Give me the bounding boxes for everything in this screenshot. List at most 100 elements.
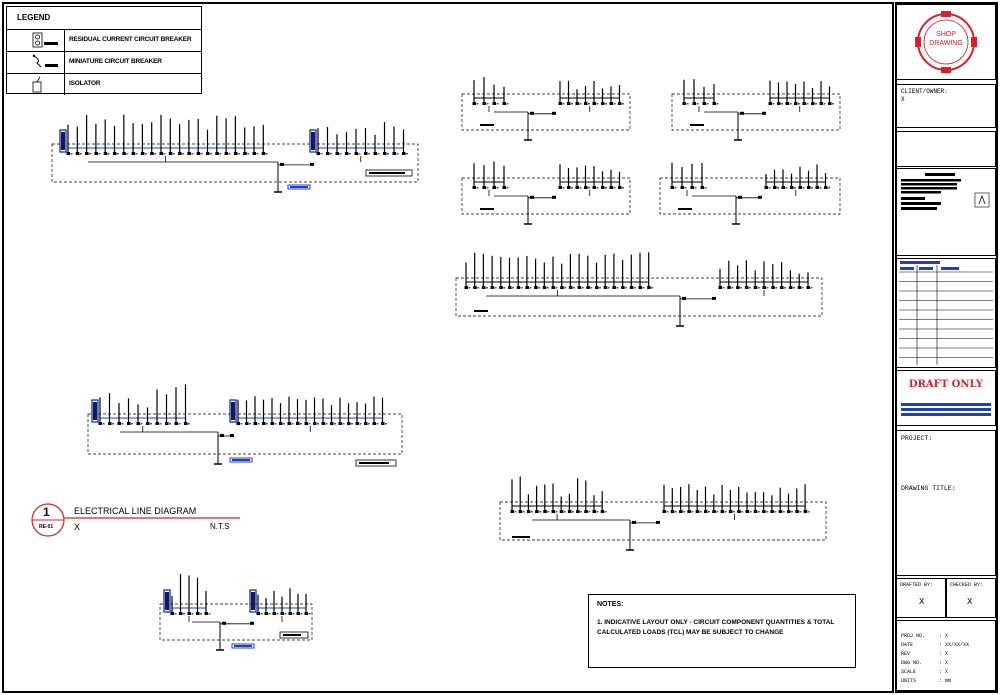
- breaker-symbol: [236, 422, 240, 425]
- breaker-symbol: [296, 422, 300, 425]
- breaker-label: [666, 511, 669, 513]
- breaker-label: [274, 423, 277, 425]
- breaker-label: [564, 287, 567, 289]
- breaker-symbol: [728, 510, 733, 513]
- breaker-label: [571, 511, 574, 513]
- breaker-label: [112, 423, 114, 425]
- breaker-symbol: [288, 612, 292, 615]
- breaker-label: [349, 153, 351, 155]
- breaker-label: [308, 423, 311, 425]
- breaker-label: [377, 153, 380, 155]
- breaker-symbol: [508, 286, 512, 289]
- breaker-label: [792, 287, 795, 289]
- breaker-label: [724, 511, 727, 513]
- breaker-symbol: [150, 152, 154, 155]
- breaker-label: [265, 153, 268, 155]
- breaker-symbol: [577, 286, 582, 289]
- breaker-label: [823, 103, 826, 105]
- main-breaker-symbol: [222, 621, 226, 625]
- breaker-symbol: [802, 102, 806, 105]
- breaker-symbol: [355, 422, 359, 425]
- breaker-label: [694, 187, 697, 189]
- info-value: : mm: [939, 678, 952, 684]
- breaker-label: [154, 153, 157, 155]
- breaker-symbol: [108, 422, 112, 425]
- breaker-label: [819, 187, 822, 189]
- breaker-label: [772, 103, 775, 105]
- breaker-label: [486, 103, 489, 105]
- breaker-label: [506, 187, 509, 189]
- breaker-symbol: [727, 286, 731, 289]
- breaker-label: [581, 287, 584, 289]
- breaker-symbol: [464, 286, 468, 289]
- breaker-label: [89, 153, 92, 155]
- breaker-label: [588, 187, 590, 189]
- breaker-symbol: [113, 152, 117, 155]
- breaker-symbol: [758, 195, 762, 199]
- drawing-frame: [2, 2, 894, 693]
- breaker-label: [320, 153, 323, 155]
- breaker-symbol: [155, 422, 159, 425]
- breaker-symbol: [778, 510, 783, 513]
- breaker-label: [748, 287, 751, 289]
- breaker-label: [704, 187, 707, 189]
- breaker-label: [799, 511, 802, 513]
- breaker-label: [291, 423, 294, 425]
- rccb-body: [231, 402, 235, 420]
- breaker-label: [476, 187, 479, 189]
- breaker-label: [607, 287, 610, 289]
- breaker-symbol: [795, 510, 799, 513]
- breaker-label: [477, 287, 480, 289]
- breaker-symbol: [762, 510, 766, 513]
- breaker-label: [684, 187, 687, 189]
- breaker-symbol: [680, 186, 684, 189]
- breaker-label: [588, 103, 590, 105]
- drafted-label: DRAFTED BY:: [900, 582, 934, 588]
- incomer-tag: [229, 457, 253, 463]
- breaker-label: [633, 287, 636, 289]
- breaker-symbol: [592, 510, 596, 513]
- breaker-label: [674, 511, 677, 513]
- legend-label-rccb: RESIDUAL CURRENT CIRCUIT BREAKER: [69, 36, 192, 43]
- breaker-label: [339, 153, 342, 155]
- rccb-body: [311, 132, 315, 150]
- breaker-symbol: [392, 152, 396, 155]
- main-breaker-symbol: [220, 434, 224, 437]
- breaker-label: [396, 153, 399, 155]
- breaker-symbol: [753, 286, 758, 289]
- breaker-label: [794, 187, 796, 189]
- breaker-symbol: [656, 520, 660, 524]
- breaker-label: [749, 511, 752, 513]
- breaker-label: [496, 187, 499, 189]
- breaker-symbol: [798, 186, 802, 189]
- breaker-label: [520, 287, 523, 289]
- board-enclosure: [671, 93, 841, 131]
- board-label-text: [359, 462, 389, 464]
- breaker-label: [777, 187, 779, 189]
- breaker-label: [642, 287, 645, 289]
- drafted-value: X: [919, 597, 925, 607]
- breaker-symbol: [718, 286, 722, 289]
- breaker-symbol: [781, 186, 785, 189]
- breaker-symbol: [535, 510, 539, 513]
- breaker-label: [588, 511, 591, 513]
- breaker-label: [811, 187, 813, 189]
- legend-row-rccb: RESIDUAL CURRENT CIRCUIT BREAKER: [7, 29, 201, 51]
- breaker-label: [121, 423, 124, 425]
- tb-drafted-cell: DRAFTED BY: X: [896, 578, 946, 618]
- breaker-label: [486, 187, 489, 189]
- breaker-symbol: [103, 152, 108, 155]
- board-label-box: [365, 169, 413, 177]
- breaker-symbol: [638, 286, 642, 289]
- breaker-label: [622, 103, 624, 105]
- breaker-symbol: [609, 186, 613, 189]
- breaker-symbol: [140, 152, 145, 155]
- breaker-label: [292, 613, 295, 615]
- breaker-label: [806, 103, 809, 105]
- breaker-symbol: [543, 510, 547, 513]
- breaker-symbol: [551, 510, 555, 513]
- breaker-label: [579, 187, 582, 189]
- breaker-symbol: [98, 422, 102, 425]
- legend-label-isolator: ISOLATOR: [69, 80, 101, 87]
- breaker-symbol: [174, 422, 178, 425]
